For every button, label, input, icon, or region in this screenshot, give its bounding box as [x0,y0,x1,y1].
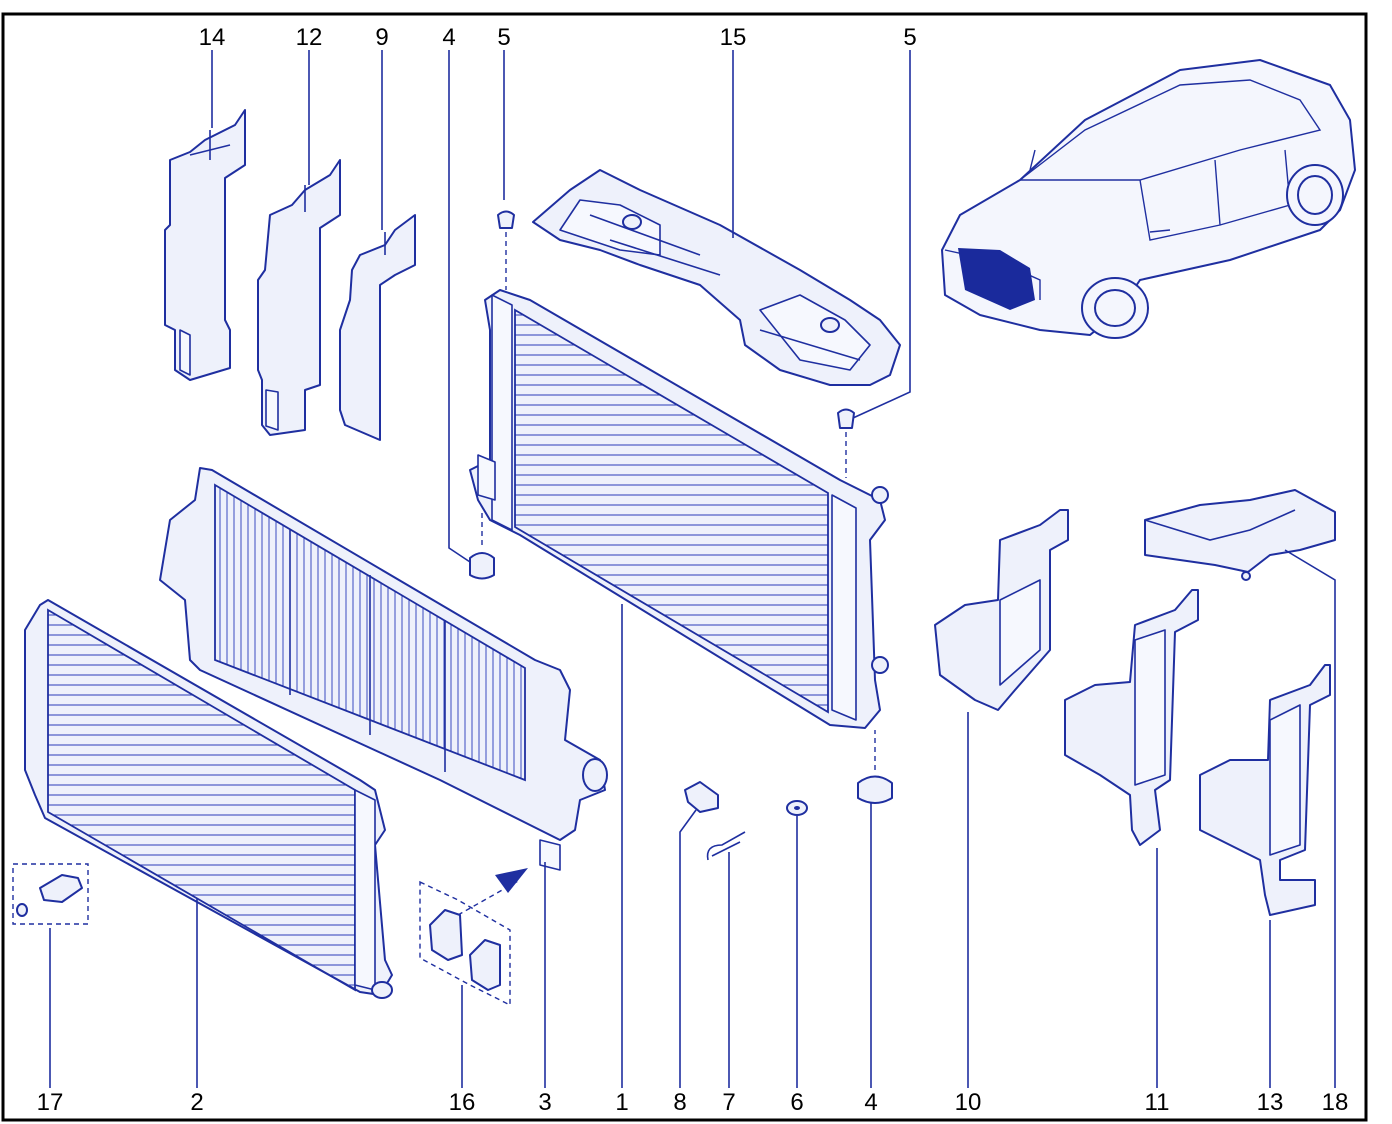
callout-4-top: 4 [442,24,455,51]
arrow-icon [495,868,528,893]
callout-8: 8 [673,1089,686,1116]
callout-17: 17 [37,1089,64,1116]
air-guide-15 [532,169,901,386]
callout-14: 14 [199,24,226,51]
callout-5-left: 5 [497,24,510,51]
callout-9: 9 [375,24,388,51]
pin-7 [706,831,746,861]
callout-3: 3 [538,1089,551,1116]
rubber-mount-4-left [469,510,495,580]
deflector-11 [1064,589,1199,846]
bracket-kit-16 [419,868,528,1007]
rubber-mount-5-right [837,408,855,478]
callout-5-right: 5 [903,24,916,51]
deflector-12 [257,159,341,436]
charge-air-cooler-3 [159,467,608,871]
callout-15: 15 [720,24,747,51]
clip-8 [684,781,719,813]
callout-2: 2 [190,1089,203,1116]
callout-1: 1 [615,1089,628,1116]
callout-18: 18 [1322,1089,1349,1116]
car-illustration [941,59,1356,339]
rubber-mount-4-right [857,730,893,804]
radiator-1 [469,289,889,729]
leader-lines [49,50,1336,1088]
callout-10: 10 [955,1089,982,1116]
callout-4-bottom: 4 [864,1089,877,1116]
callout-12: 12 [296,24,323,51]
deflector-14 [164,109,246,381]
deflector-13 [1199,664,1331,916]
washer-6 [786,800,808,816]
deflector-10 [934,509,1069,711]
callout-6: 6 [790,1089,803,1116]
deflector-9 [339,214,416,441]
callout-7: 7 [722,1089,735,1116]
condenser-2 [24,599,393,999]
callout-13: 13 [1257,1089,1284,1116]
callout-labels: 14 12 9 4 5 15 5 17 2 16 3 1 8 7 6 4 10 … [37,24,1349,1116]
pressure-switch-17 [12,863,89,925]
callout-11: 11 [1145,1089,1170,1116]
callout-16: 16 [449,1089,476,1116]
front-grille-highlight [958,248,1035,310]
rubber-mount-5-left [497,210,515,290]
